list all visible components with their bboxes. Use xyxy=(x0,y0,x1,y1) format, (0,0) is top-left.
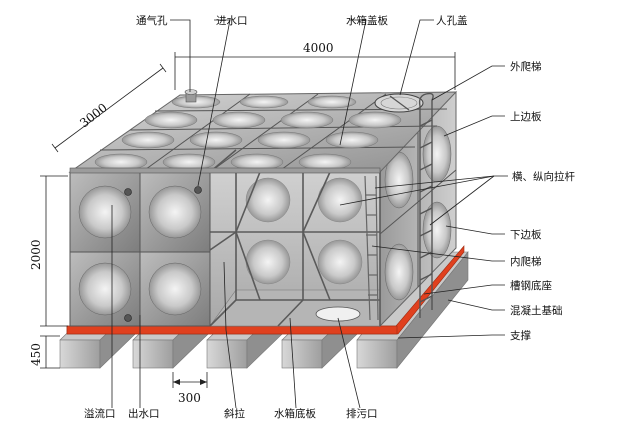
manhole-cover xyxy=(374,93,424,113)
leader-lines xyxy=(111,19,508,409)
label-drain: 排污口 xyxy=(346,407,378,420)
label-channel-steel-base: 槽钢底座 xyxy=(510,279,552,292)
outer-ladder xyxy=(418,92,434,318)
tank-top xyxy=(68,89,458,173)
tank-front-wall xyxy=(69,149,381,327)
label-tank-bottom-plate: 水箱底板 xyxy=(274,407,316,420)
vent-hole-fitting xyxy=(184,89,198,103)
label-manhole-cover: 人孔盖 xyxy=(436,14,468,27)
label-outlet: 出水口 xyxy=(128,407,160,420)
label-support: 支撑 xyxy=(510,329,531,342)
outlet-port xyxy=(124,314,132,322)
label-tank-cover: 水箱盖板 xyxy=(346,14,388,27)
label-lower-edge-plate: 下边板 xyxy=(510,228,542,241)
label-upper-edge-plate: 上边板 xyxy=(510,110,542,123)
dimension-width-label: 3000 xyxy=(77,101,110,131)
label-outer-ladder: 外爬梯 xyxy=(510,60,542,73)
label-vent-hole: 通气孔 xyxy=(136,14,168,27)
dimension-lines xyxy=(40,52,456,388)
overflow-port xyxy=(124,188,132,196)
label-inner-ladder: 内爬梯 xyxy=(510,255,542,268)
dimension-foundation-height-label: 450 xyxy=(29,343,43,366)
label-diagonal-brace: 斜拉 xyxy=(224,407,245,420)
label-inlet: 进水口 xyxy=(216,15,248,27)
label-concrete-foundation: 混凝土基础 xyxy=(510,304,563,317)
label-overflow: 溢流口 xyxy=(84,407,116,420)
dimension-length-label: 4000 xyxy=(303,41,334,55)
inlet-port xyxy=(194,186,202,194)
dimension-foundation-spacing-label: 300 xyxy=(178,391,201,405)
label-tie-rods: 横、纵向拉杆 xyxy=(512,170,575,183)
dimension-height-label: 2000 xyxy=(29,239,43,270)
